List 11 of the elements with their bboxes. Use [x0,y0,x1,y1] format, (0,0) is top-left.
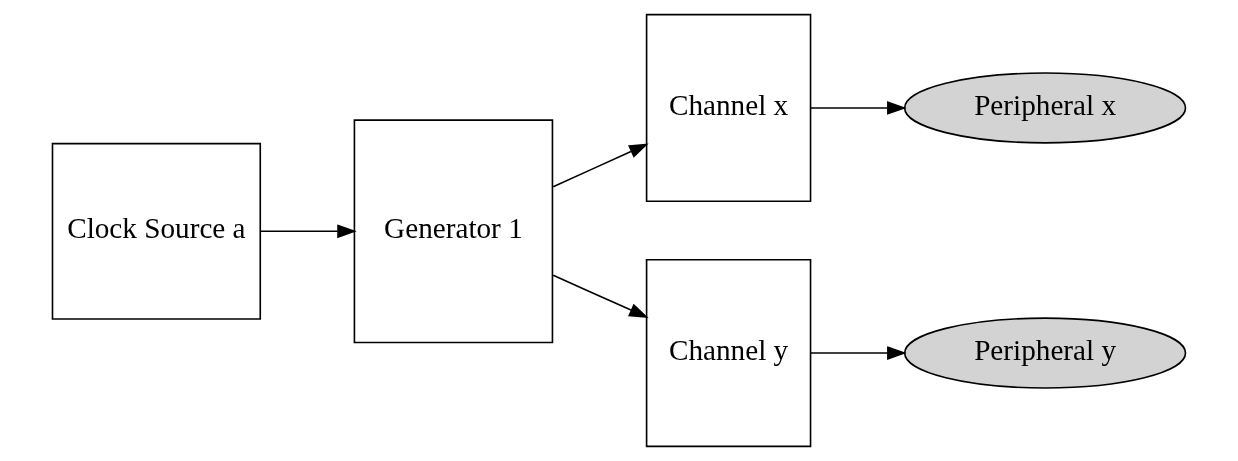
node-box: Generator 1 [353,119,554,344]
node-box: Channel x [645,13,812,203]
arrow [810,101,907,115]
arrow [810,346,907,360]
node-box: Channel y [645,258,812,448]
arrow [259,224,357,239]
node-ellipse: Peripheral x [903,72,1187,144]
arrow [552,143,649,188]
arrow [552,274,649,318]
node-ellipse: Peripheral y [903,317,1187,389]
node-box: Clock Source a [51,142,262,320]
